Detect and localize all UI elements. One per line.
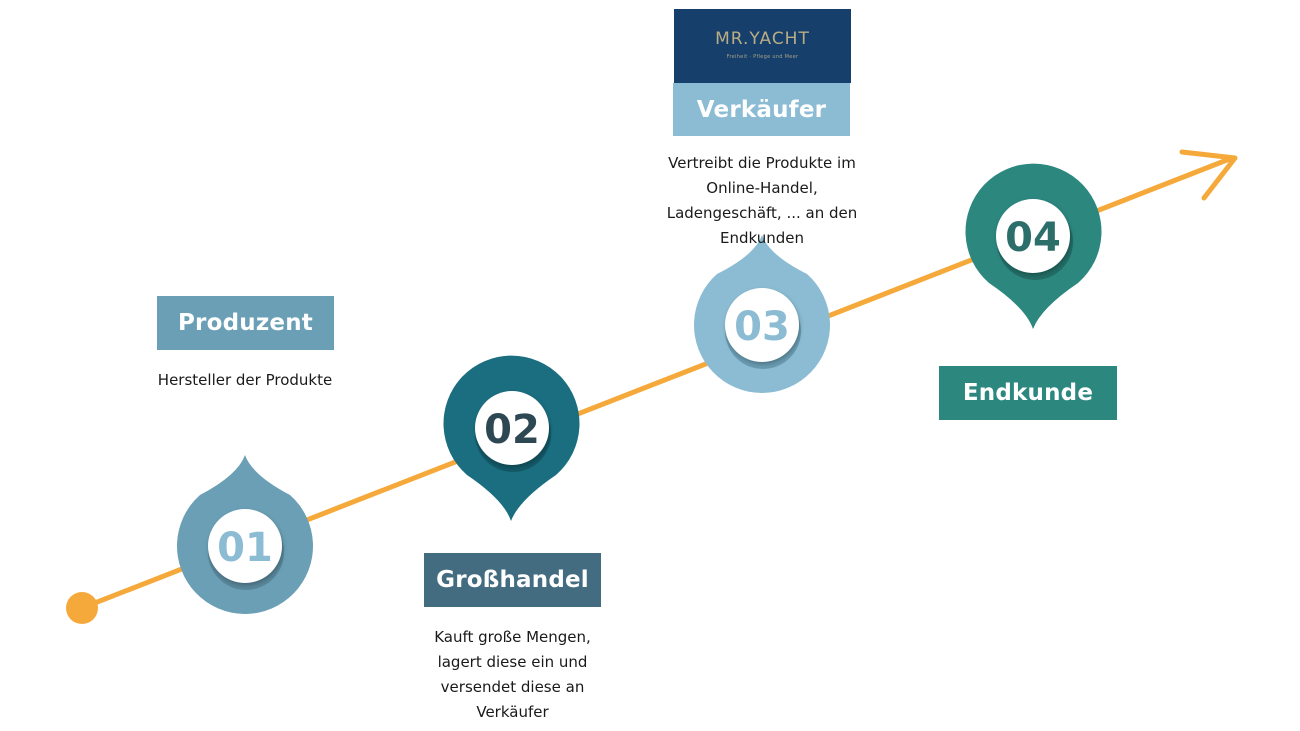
step-title-produzent: Produzent <box>157 296 334 350</box>
arrow-head-icon <box>1179 149 1238 201</box>
step-number: 01 <box>217 525 273 571</box>
step-number: 03 <box>734 304 790 350</box>
description-line: Kauft große Mengen, <box>434 628 591 646</box>
step-marker-02: 02 <box>443 355 580 521</box>
step-description-grosshandel: Kauft große Mengen, lagert diese ein und… <box>400 625 625 725</box>
step-description-verkaeufer: Vertreibt die Produkte im Online-Handel,… <box>640 151 884 251</box>
step-number-circle <box>208 509 282 583</box>
logo-wordmark: MR.YACHT <box>715 29 810 49</box>
mr-yacht-logo: MR.YACHT Freiheit · Pflege und Meer <box>674 9 851 83</box>
description-line: Endkunden <box>719 229 804 247</box>
description-line: Vertreibt die Produkte im <box>668 154 856 172</box>
start-dot-icon <box>66 592 98 624</box>
step-number-circle <box>725 288 799 362</box>
step-number: 02 <box>484 407 540 453</box>
step-marker-01: 01 <box>177 455 313 614</box>
step-title-endkunde: Endkunde <box>939 366 1117 420</box>
step-description-produzent: Hersteller der Produkte <box>130 368 360 393</box>
description-line: Online-Handel, <box>706 179 818 197</box>
description-line: versendet diese an <box>440 678 585 696</box>
description-line: Hersteller der Produkte <box>157 371 333 389</box>
step-number-circle <box>475 391 549 465</box>
step-title-verkaeufer: Verkäufer <box>673 83 850 136</box>
step-marker-03: 03 <box>694 235 831 393</box>
step-marker-04: 04 <box>965 163 1102 329</box>
description-line: Verkäufer <box>476 703 549 721</box>
step-number: 04 <box>1005 215 1061 261</box>
logo-tagline: Freiheit · Pflege und Meer <box>726 54 799 60</box>
step-title-grosshandel: Großhandel <box>424 553 601 607</box>
step-number-circle <box>996 199 1070 273</box>
description-line: Ladengeschäft, ... an den <box>666 204 858 222</box>
description-line: lagert diese ein und <box>437 653 588 671</box>
